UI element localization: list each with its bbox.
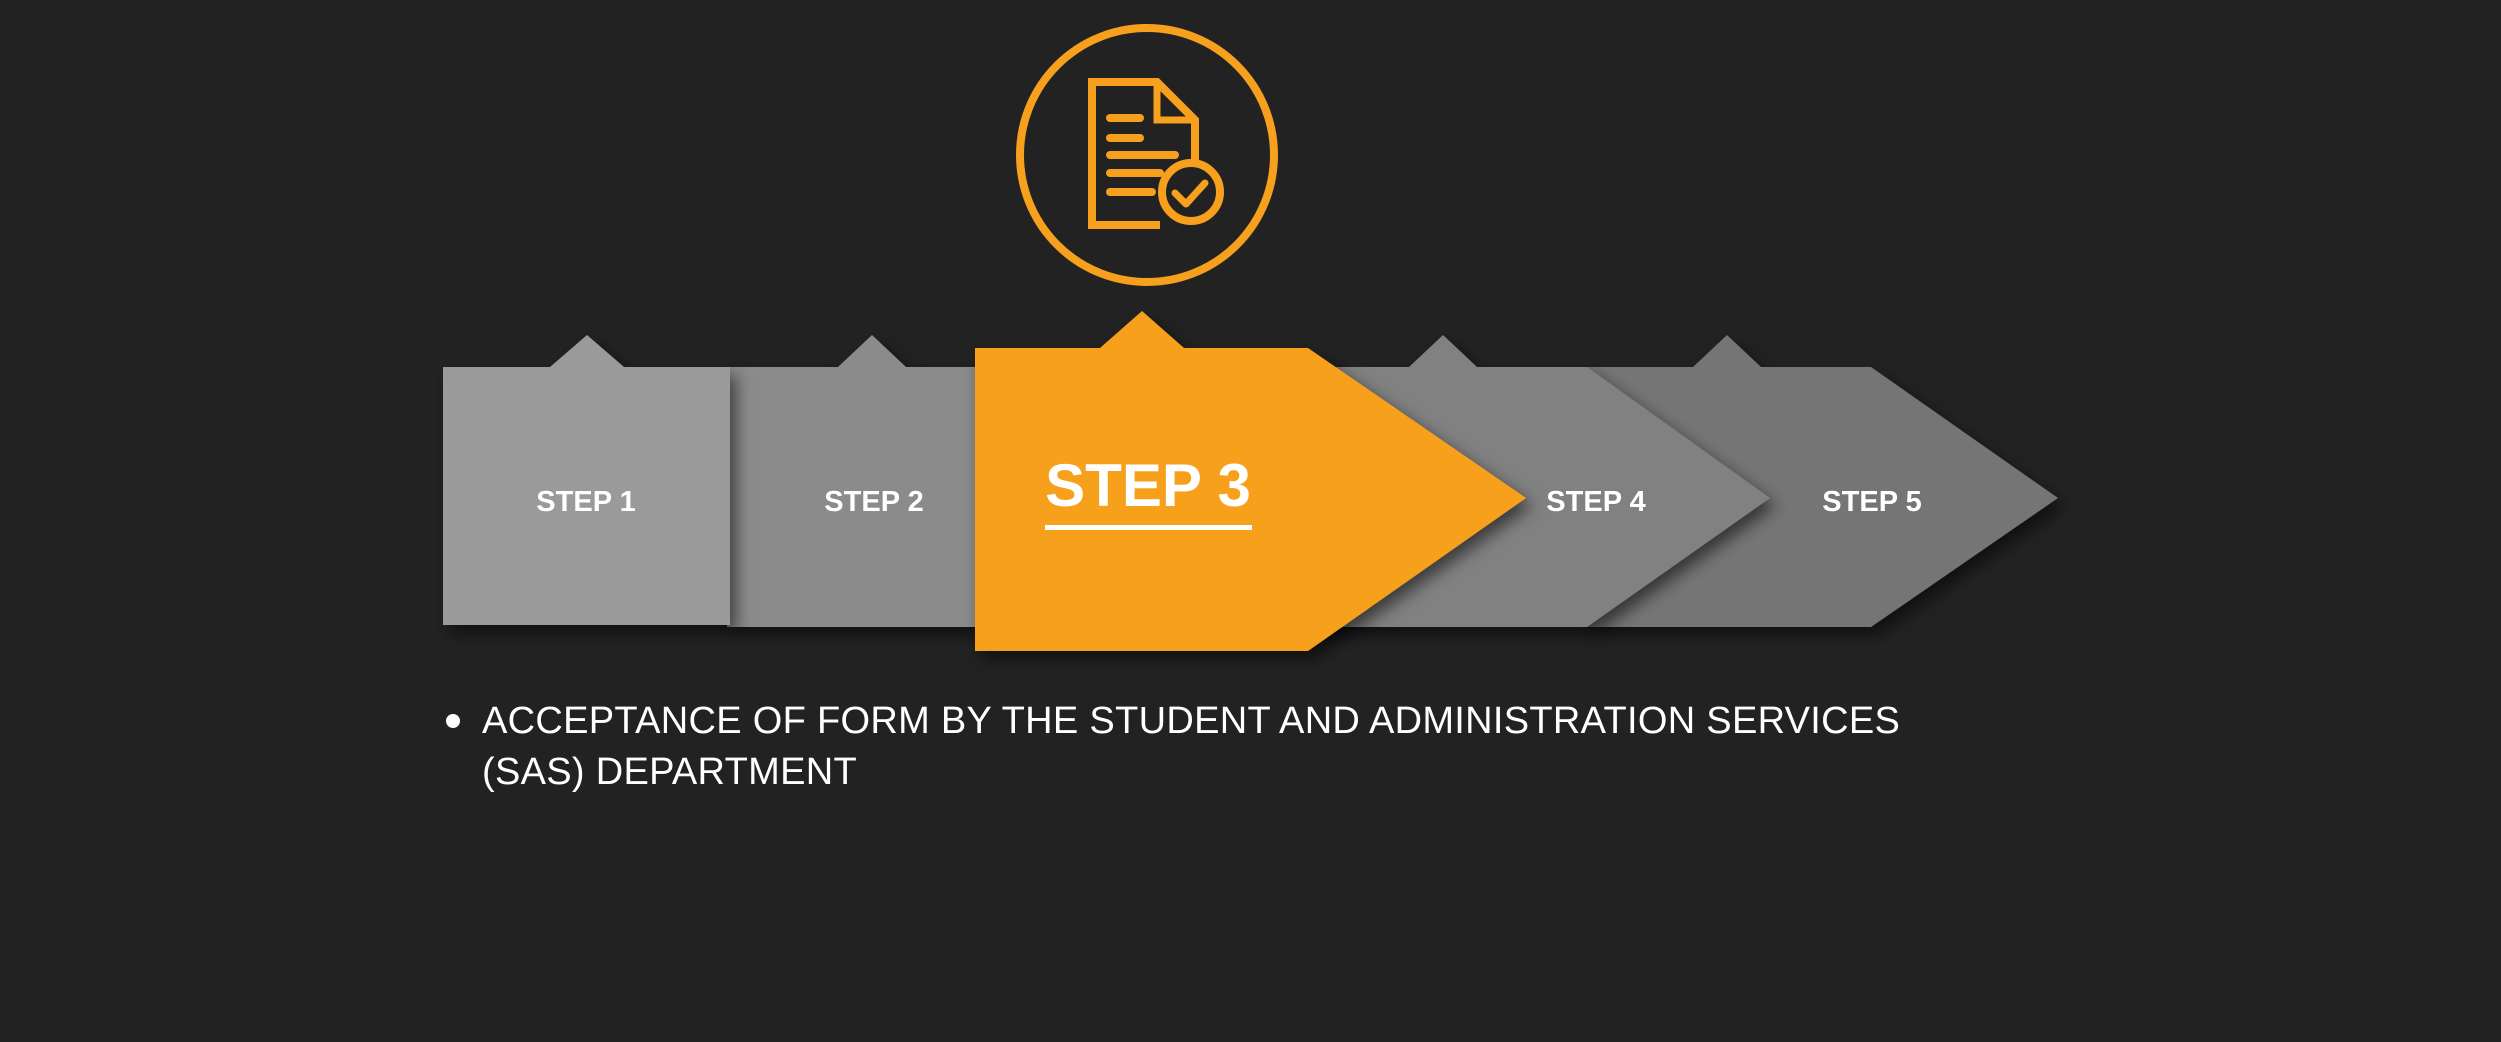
step-3-underline — [1045, 525, 1252, 530]
step-5[interactable]: STEP 5 — [1587, 335, 2058, 627]
step-2[interactable]: STEP 2 — [727, 335, 1000, 627]
step-1[interactable]: STEP 1 — [443, 335, 730, 625]
step-3-label: STEP 3 — [1045, 452, 1251, 519]
step-5-label: STEP 5 — [1822, 486, 1921, 518]
step-2-label: STEP 2 — [824, 486, 923, 518]
step-4-label: STEP 4 — [1546, 486, 1645, 518]
bullet-icon — [446, 714, 460, 728]
document-check-icon — [1016, 24, 1278, 286]
step-description: ACCEPTANCE OF FORM BY THE STUDENT AND AD… — [482, 700, 1901, 793]
step-3-active[interactable]: STEP 3 — [975, 311, 1526, 651]
step-1-label: STEP 1 — [536, 486, 635, 518]
